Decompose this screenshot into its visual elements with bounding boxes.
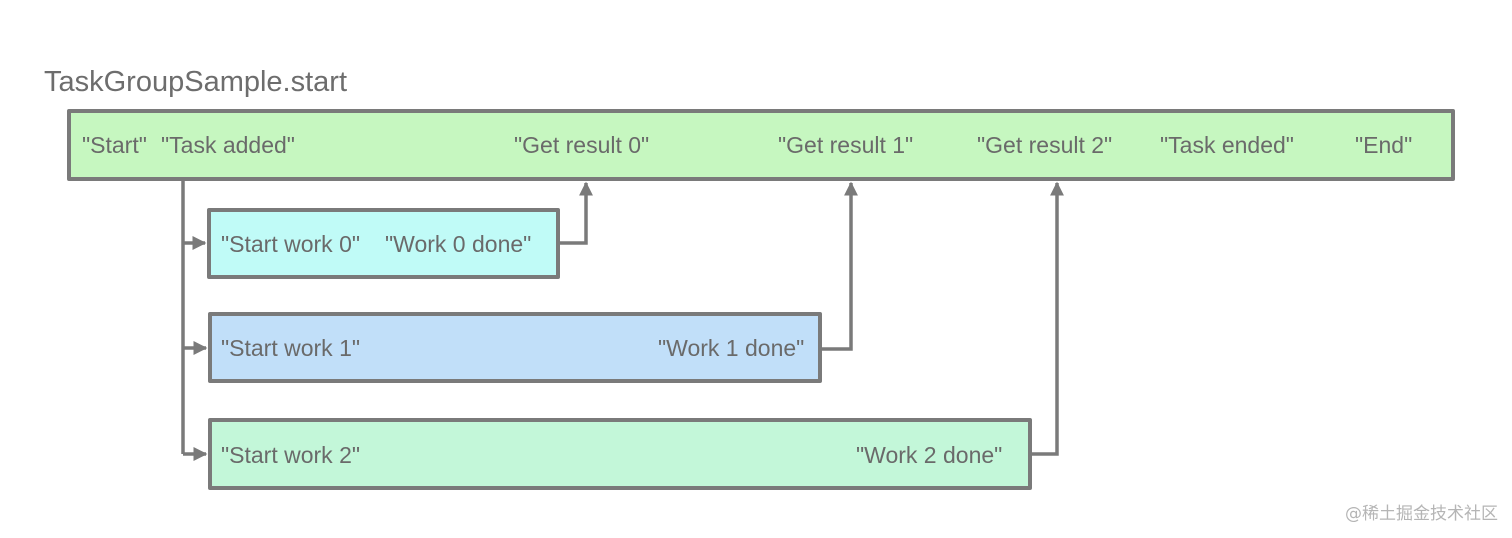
task-0-start-label: "Start work 0" bbox=[221, 231, 361, 257]
result-arrow-2 bbox=[1032, 181, 1064, 456]
main-label-task-ended: "Task ended" bbox=[1160, 132, 1294, 158]
task-box-0 bbox=[207, 208, 560, 279]
main-label-get-result-0: "Get result 0" bbox=[514, 132, 650, 158]
main-label-get-result-2: "Get result 2" bbox=[977, 132, 1113, 158]
task-2-done-label: "Work 2 done" bbox=[856, 442, 1003, 468]
main-label-end: "End" bbox=[1355, 132, 1413, 158]
main-task-box bbox=[67, 109, 1455, 181]
watermark: @稀土掘金技术社区 bbox=[1345, 504, 1498, 524]
main-label-get-result-1: "Get result 1" bbox=[778, 132, 914, 158]
task-1-done-label: "Work 1 done" bbox=[658, 335, 805, 361]
main-label-task-added: "Task added" bbox=[161, 132, 295, 158]
main-label-start: "Start" bbox=[82, 132, 147, 158]
task-2-start-label: "Start work 2" bbox=[221, 442, 361, 468]
result-arrow-0 bbox=[560, 181, 593, 245]
task-0-done-label: "Work 0 done" bbox=[385, 231, 532, 257]
task-box-1 bbox=[208, 312, 822, 383]
task-box-2 bbox=[208, 418, 1032, 490]
task-1-start-label: "Start work 1" bbox=[221, 335, 361, 361]
result-arrow-1 bbox=[822, 181, 858, 351]
diagram-title: TaskGroupSample.start bbox=[44, 66, 348, 98]
